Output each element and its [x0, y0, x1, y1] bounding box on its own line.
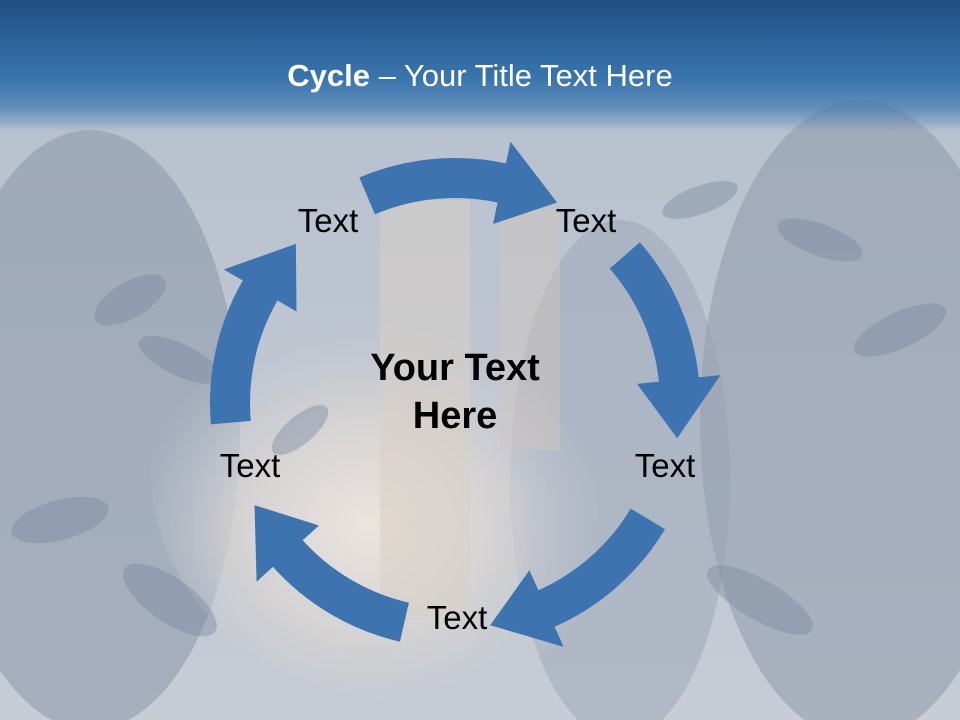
cycle-arrow-3[interactable]	[490, 508, 665, 647]
cycle-arrow-1[interactable]	[359, 141, 558, 224]
center-text[interactable]: Your Text Here	[370, 347, 540, 437]
title-band	[0, 0, 960, 132]
cycle-arrow-2[interactable]	[609, 242, 721, 439]
cycle-arrow-4[interactable]	[254, 505, 409, 642]
cycle-node-label-5[interactable]: Text	[297, 202, 359, 239]
cycle-node-label-1[interactable]: Text	[555, 202, 617, 239]
title-bold: Cycle	[287, 58, 370, 93]
slide-title[interactable]: Cycle – Your Title Text Here	[0, 56, 960, 96]
title-rest: – Your Title Text Here	[370, 58, 673, 93]
cycle-node-label-3[interactable]: Text	[426, 599, 488, 636]
cycle-node-label-2[interactable]: Text	[634, 447, 696, 484]
cycle-arrow-5[interactable]	[209, 243, 297, 425]
cycle-node-label-4[interactable]: Text	[219, 447, 281, 484]
